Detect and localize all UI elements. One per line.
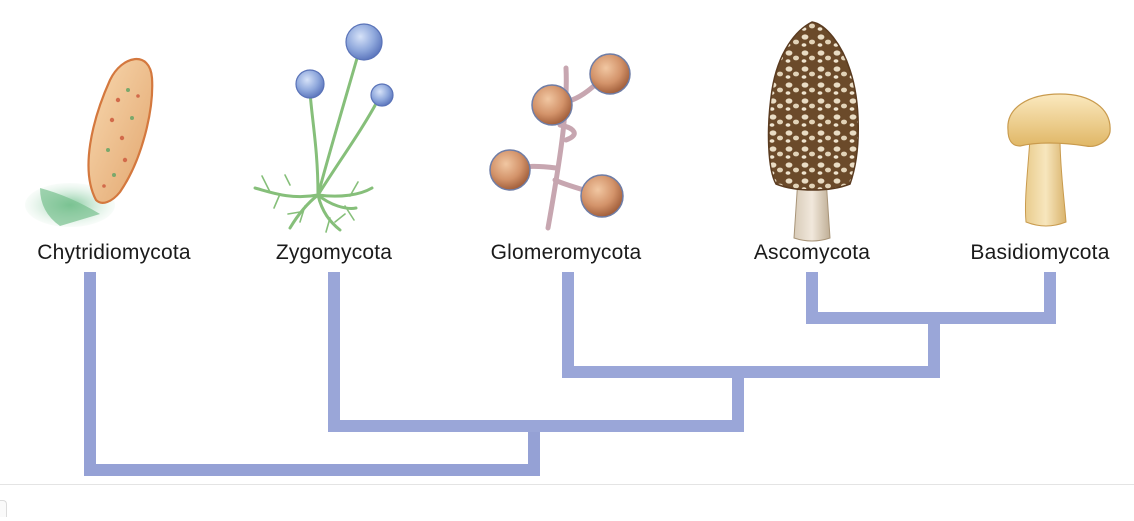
scroll-handle[interactable] (0, 500, 7, 517)
branch-glomeromycota (562, 272, 940, 378)
morel-mushroom-icon (767, 21, 859, 242)
taxon-label-basidiomycota: Basidiomycota (970, 241, 1110, 264)
branch-zygomycota (328, 272, 744, 432)
branch-asco-basidio (806, 272, 1056, 324)
branch-chytridiomycota (84, 272, 540, 476)
cap-mushroom-icon (1007, 93, 1111, 227)
footer-divider (0, 484, 1134, 485)
chytrid-sporangium-icon (25, 58, 154, 227)
taxon-label-glomeromycota: Glomeromycota (490, 241, 642, 264)
zygomycete-sporangia-icon (253, 23, 394, 233)
taxon-label-chytridiomycota: Chytridiomycota (37, 241, 191, 264)
glomeromycete-spores-icon (489, 53, 631, 231)
taxon-label-zygomycota: Zygomycota (275, 241, 393, 264)
taxon-label-ascomycota: Ascomycota (753, 241, 871, 264)
phylogenetic-tree-branches (84, 272, 1056, 476)
